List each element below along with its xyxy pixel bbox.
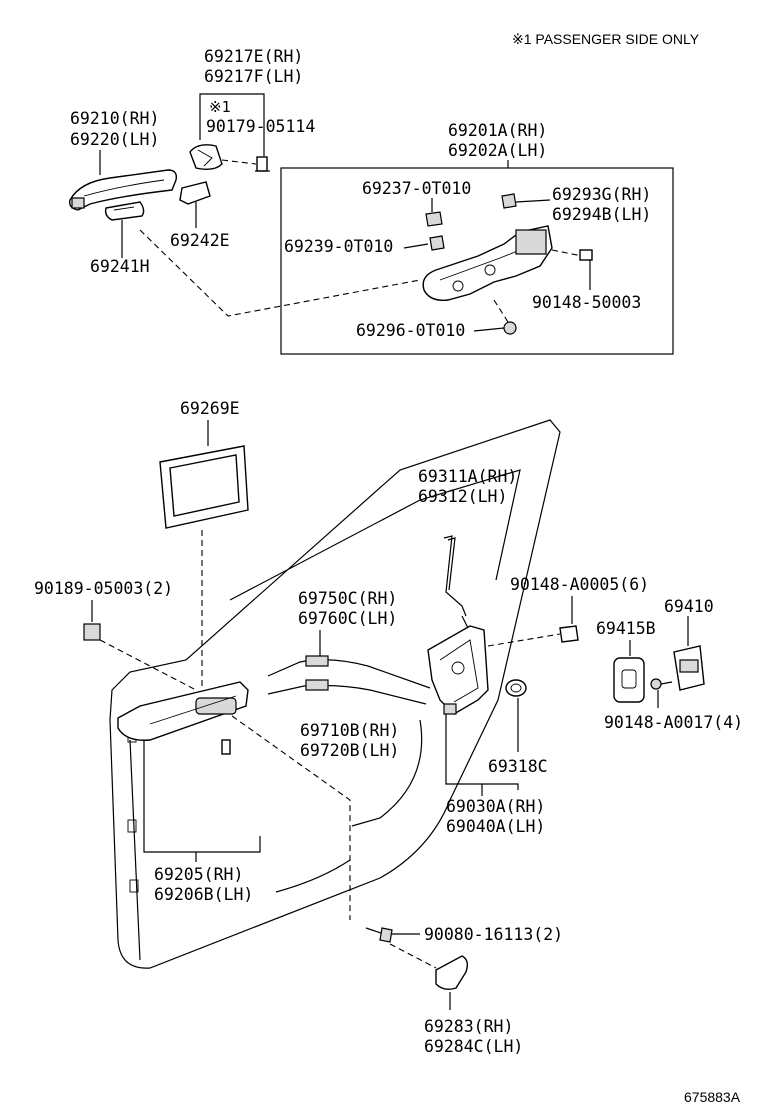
label-69312[interactable]: 69312(LH) [418,487,507,506]
cable-69710b[interactable] [267,679,427,705]
gasket-69269e[interactable] [159,445,249,529]
dash-handle-bolt [231,715,351,920]
cap-69293g[interactable] [501,193,517,209]
dash-bolt-cover [389,943,437,969]
handle-pad-69241h[interactable] [104,201,145,221]
dash-handle-frame [139,229,421,317]
label-69206b[interactable]: 69206B(LH) [154,885,253,904]
passenger-side-note: ※1 PASSENGER SIDE ONLY [512,31,700,47]
dash-bolt-50003 [551,249,583,257]
striker-cover-69415b[interactable] [613,657,645,703]
cover-69283[interactable] [435,955,469,991]
leader-cable-return [351,719,423,827]
frame-assembly-box [280,167,674,355]
label-mark1: ※1 [209,98,231,116]
label-69710b[interactable]: 69710B(RH) [300,721,399,740]
clip-69239[interactable] [429,235,445,251]
bolt-90148-50003[interactable] [579,249,593,261]
label-90148-a0005[interactable]: 90148-A0005(6) [510,575,649,594]
clip-69237[interactable] [425,211,443,227]
label-90080[interactable]: 90080-16113(2) [424,925,563,944]
screw-69296[interactable] [503,321,517,335]
label-69283[interactable]: 69283(RH) [424,1017,513,1036]
cable-69750c[interactable] [267,655,431,689]
leader-69205-bracket [143,740,261,853]
dash-cover-screw [221,159,257,165]
label-69040a[interactable]: 69040A(LH) [446,817,545,836]
striker-69410[interactable] [673,645,705,691]
label-69220[interactable]: 69220(LH) [70,130,159,149]
label-69242e[interactable]: 69242E [170,231,230,250]
label-69210[interactable]: 69210(RH) [70,109,159,128]
label-90148-a0017[interactable]: 90148-A0017(4) [604,713,743,732]
leader-69239 [403,243,429,249]
dash-69296 [493,299,509,323]
label-69311a[interactable]: 69311A(RH) [418,467,517,486]
handle-plug[interactable] [221,739,231,755]
label-69217e[interactable]: 69217E(RH) [204,47,303,66]
label-69217f[interactable]: 69217F(LH) [204,67,303,86]
leader-69296 [473,327,505,332]
leader-69217 [199,93,265,156]
door-lock-assembly[interactable] [427,615,489,715]
label-69030a[interactable]: 69030A(RH) [446,797,545,816]
bolt-90148-a0017[interactable] [650,678,673,690]
label-69205[interactable]: 69205(RH) [154,865,243,884]
label-69760c[interactable]: 69760C(LH) [298,609,397,628]
label-69720b[interactable]: 69720B(LH) [300,741,399,760]
leader-69030a [445,714,519,790]
label-69415b[interactable]: 69415B [596,619,656,638]
label-69750c[interactable]: 69750C(RH) [298,589,397,608]
label-69318c[interactable]: 69318C [488,757,548,776]
label-69237[interactable]: 69237-0T010 [362,179,471,198]
handle-frame-part[interactable] [422,225,553,301]
leader-69206b [275,859,351,893]
screw-90179[interactable] [255,156,270,172]
label-69294b[interactable]: 69294B(LH) [552,205,651,224]
label-90189[interactable]: 90189-05003(2) [34,579,173,598]
label-69293g[interactable]: 69293G(RH) [552,185,651,204]
label-90148-50003[interactable]: 90148-50003 [532,293,641,312]
label-69296[interactable]: 69296-0T010 [356,321,465,340]
handle-cover-part[interactable] [189,144,223,171]
label-69410[interactable]: 69410 [664,597,714,616]
leader-69293g [515,199,551,203]
label-69284c[interactable]: 69284C(LH) [424,1037,523,1056]
lock-rod-69311a[interactable] [443,535,467,617]
inside-handle-69205[interactable] [117,681,249,741]
clip-90189[interactable] [83,623,101,641]
label-69269e[interactable]: 69269E [180,399,240,418]
label-69239[interactable]: 69239-0T010 [284,237,393,256]
dash-a0005 [487,633,561,647]
bolt-90148-a0005[interactable] [559,625,579,643]
grommet-69318c[interactable] [505,679,527,697]
figure-number: 675883A [684,1089,741,1105]
bolt-90080[interactable] [365,927,393,943]
label-90179[interactable]: 90179-05114 [206,117,315,136]
outside-handle-part[interactable] [68,169,178,211]
handle-pad-69242e[interactable] [179,181,211,205]
label-69202a[interactable]: 69202A(LH) [448,141,547,160]
label-69241h[interactable]: 69241H [90,257,150,276]
dash-clip-handle [99,639,197,691]
label-69201a[interactable]: 69201A(RH) [448,121,547,140]
